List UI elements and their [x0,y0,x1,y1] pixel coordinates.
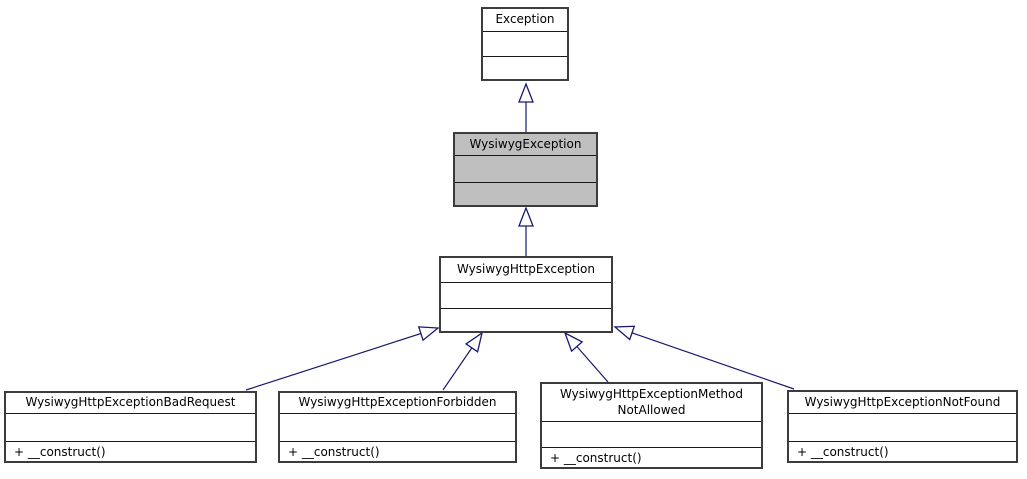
method-label: + __construct() [14,444,106,459]
edge-badrequest-to-httpexception [245,326,440,391]
attributes-compartment [789,413,1016,441]
method-label: + __construct() [550,450,642,465]
edge-forbidden-to-httpexception [442,331,484,391]
attributes-compartment [441,282,611,308]
class-node-exception[interactable]: Exception [481,7,569,81]
attributes-compartment [455,155,596,182]
methods-compartment: + __construct() [789,441,1016,461]
methods-compartment: + __construct() [6,441,255,461]
methods-compartment [441,308,611,331]
class-title: WysiwygException [469,136,582,151]
edge-notfound-to-httpexception [613,325,795,390]
class-node-wysiwyghttpexceptionforbidden[interactable]: WysiwygHttpExceptionForbidden + __constr… [278,391,517,463]
class-node-wysiwyghttpexceptionmethodnotallowed[interactable]: WysiwygHttpExceptionMethod NotAllowed + … [540,382,763,469]
method-label: + __construct() [797,444,889,459]
edge-methodnotallowed-to-httpexception [563,331,609,383]
attributes-compartment [542,421,761,447]
method-label: + __construct() [288,444,380,459]
attributes-compartment [483,31,567,56]
class-title: Exception [495,12,555,27]
class-node-wysiwygexception[interactable]: WysiwygException [453,132,598,207]
class-node-wysiwyghttpexception[interactable]: WysiwygHttpException [439,256,613,333]
attributes-compartment [280,413,515,441]
class-title: WysiwygHttpException [457,262,595,277]
methods-compartment: + __construct() [542,447,761,467]
class-title: WysiwygHttpExceptionForbidden [298,395,497,410]
class-title: WysiwygHttpExceptionMethod NotAllowed [560,386,743,417]
class-node-wysiwyghttpexceptionbadrequest[interactable]: WysiwygHttpExceptionBadRequest + __const… [4,391,257,463]
class-title: WysiwygHttpExceptionNotFound [804,394,1001,409]
methods-compartment [455,182,596,205]
class-title: WysiwygHttpExceptionBadRequest [25,395,236,410]
class-node-wysiwyghttpexceptionnotfound[interactable]: WysiwygHttpExceptionNotFound + __constru… [787,390,1018,463]
methods-compartment [483,56,567,79]
methods-compartment: + __construct() [280,441,515,461]
attributes-compartment [6,413,255,441]
